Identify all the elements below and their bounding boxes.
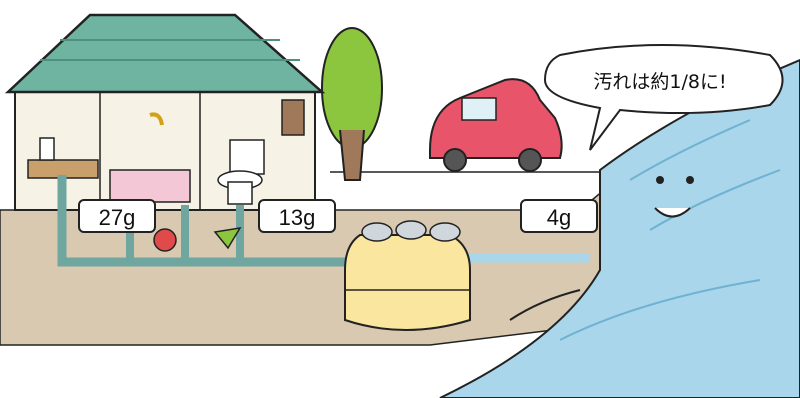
house-roof — [8, 15, 322, 92]
debris-tomato — [154, 229, 176, 251]
label-kitchen-load: 27g — [78, 199, 156, 233]
septic-tank — [345, 221, 470, 330]
house — [8, 15, 322, 210]
label-toilet-load: 13g — [258, 199, 336, 233]
tree — [322, 28, 382, 180]
label-treated-load: 4g — [520, 199, 598, 233]
speech-bubble-text: 汚れは約1/8に! — [540, 52, 780, 108]
bathtub — [110, 170, 190, 202]
